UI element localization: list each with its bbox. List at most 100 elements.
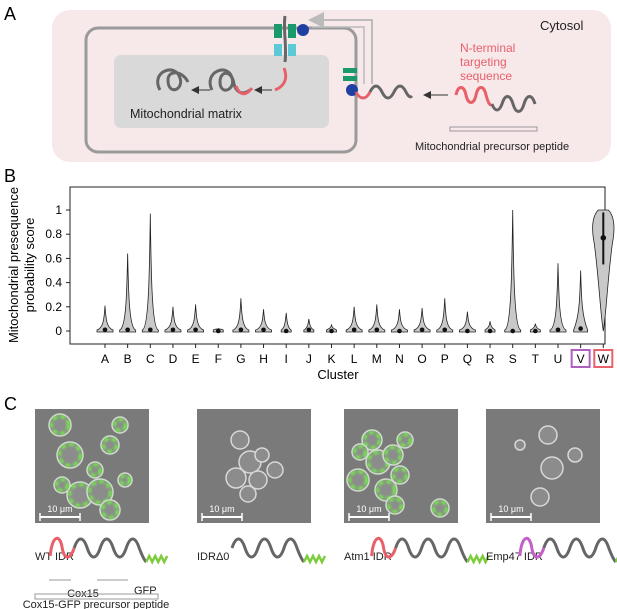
y-tick-label: 0 [55, 324, 62, 338]
median-H [261, 327, 266, 333]
gfp-signal [384, 446, 402, 464]
x-tick-label: D [169, 352, 178, 366]
micrograph-d0: 10 μm [197, 409, 311, 523]
cell [530, 487, 550, 507]
x-tick-label: O [417, 352, 426, 366]
construct-emp47: Emp47 IDR [486, 537, 617, 564]
x-tick-label: V [577, 352, 585, 366]
violin-J [303, 318, 315, 333]
cell [567, 447, 583, 463]
violin-F [212, 327, 224, 334]
cell [239, 485, 257, 503]
y-tick-label: 0.2 [45, 300, 62, 314]
tom-receptor-bar-2 [343, 76, 357, 81]
x-tick-label: I [285, 352, 288, 366]
cell [540, 456, 564, 480]
tom-left-icon [274, 24, 282, 38]
median-U [555, 327, 561, 333]
y-tick-label: 0.4 [45, 276, 62, 290]
x-tick-label: S [509, 352, 517, 366]
violin-D [164, 306, 182, 333]
cell [230, 430, 250, 450]
gfp-signal [387, 497, 403, 513]
precursor-label: Mitochondrial precursor peptide [415, 141, 569, 153]
violin-body-V [573, 270, 589, 333]
import-path-arrow [308, 12, 373, 84]
median-L [351, 327, 357, 333]
cell [86, 478, 114, 506]
median-S [510, 328, 515, 334]
violin-S [504, 209, 522, 334]
construct-label: Atm1 IDR [344, 551, 392, 563]
highlight-box-W [593, 349, 614, 368]
cox15-chain-icon [72, 537, 148, 564]
nterm-line1: N-terminal [460, 41, 515, 55]
violin-body-C [141, 213, 159, 333]
x-tick-label: E [192, 352, 200, 366]
x-tick-label: B [124, 352, 132, 366]
panel-b-letter: B [4, 166, 16, 186]
median-W [600, 235, 607, 241]
median-O [419, 327, 425, 333]
idr-segment-icon [370, 537, 398, 559]
x-tick-label: L [351, 352, 358, 366]
gfp-signal [363, 431, 381, 449]
cox15-gfp-bracket [34, 593, 159, 600]
median-C [148, 327, 153, 333]
cox15-chain-icon [230, 537, 306, 564]
gfp-signal [119, 474, 131, 486]
panel-c-letter: C [4, 394, 17, 414]
gfp-signal [113, 418, 127, 432]
violin-N [391, 309, 408, 334]
tim-left-icon [274, 44, 282, 56]
violin-L [345, 306, 363, 333]
violin-P [436, 298, 454, 333]
panel-a-letter: A [4, 4, 16, 24]
median-B [125, 327, 130, 333]
violin-E [187, 304, 204, 333]
gfp-signal [376, 480, 396, 500]
gfp-signal [353, 445, 367, 459]
scale-bar-label: 10 μm [356, 504, 381, 514]
violin-body-S [504, 209, 522, 333]
precursor-bracket [449, 126, 538, 132]
idr-segment-icon [48, 537, 76, 559]
bound-presequence-icon [354, 91, 372, 100]
nterm-line3: sequence [460, 69, 512, 83]
matrix-region [114, 55, 329, 128]
presequence-fragment-icon [234, 85, 254, 96]
cytosol-label: Cytosol [540, 18, 583, 33]
median-Q [465, 328, 470, 334]
gfp-tag-icon [466, 553, 490, 565]
x-tick-label: T [532, 352, 540, 366]
violin-body-U [549, 263, 567, 333]
cell [538, 425, 558, 445]
violin-O [413, 307, 431, 333]
x-tick-label: U [554, 352, 563, 366]
construct-label: Emp47 IDR [486, 551, 543, 563]
violin-H [255, 309, 272, 333]
receptor-top-icon [297, 24, 309, 36]
violin-G [232, 298, 250, 333]
gfp-tag-icon [145, 553, 169, 565]
x-tick-label: G [236, 352, 245, 366]
median-E [193, 327, 198, 333]
panel-a: A Cytosol Mitochondrial matrix [4, 4, 611, 162]
median-K [329, 328, 334, 334]
gfp-signal [392, 467, 408, 483]
idr-segment-icon [518, 537, 546, 559]
highlight-box-V [570, 349, 591, 368]
y-axis: 00.20.40.60.81 [45, 203, 70, 338]
import-path-inner [312, 26, 365, 84]
violin-body-N [391, 309, 408, 333]
cell [56, 441, 84, 469]
bound-chain-icon [368, 84, 414, 100]
violin-V [573, 270, 589, 333]
gfp-signal [58, 443, 82, 467]
gfp-signal [50, 415, 70, 435]
violin-I [280, 312, 292, 334]
violin-W [592, 209, 615, 332]
